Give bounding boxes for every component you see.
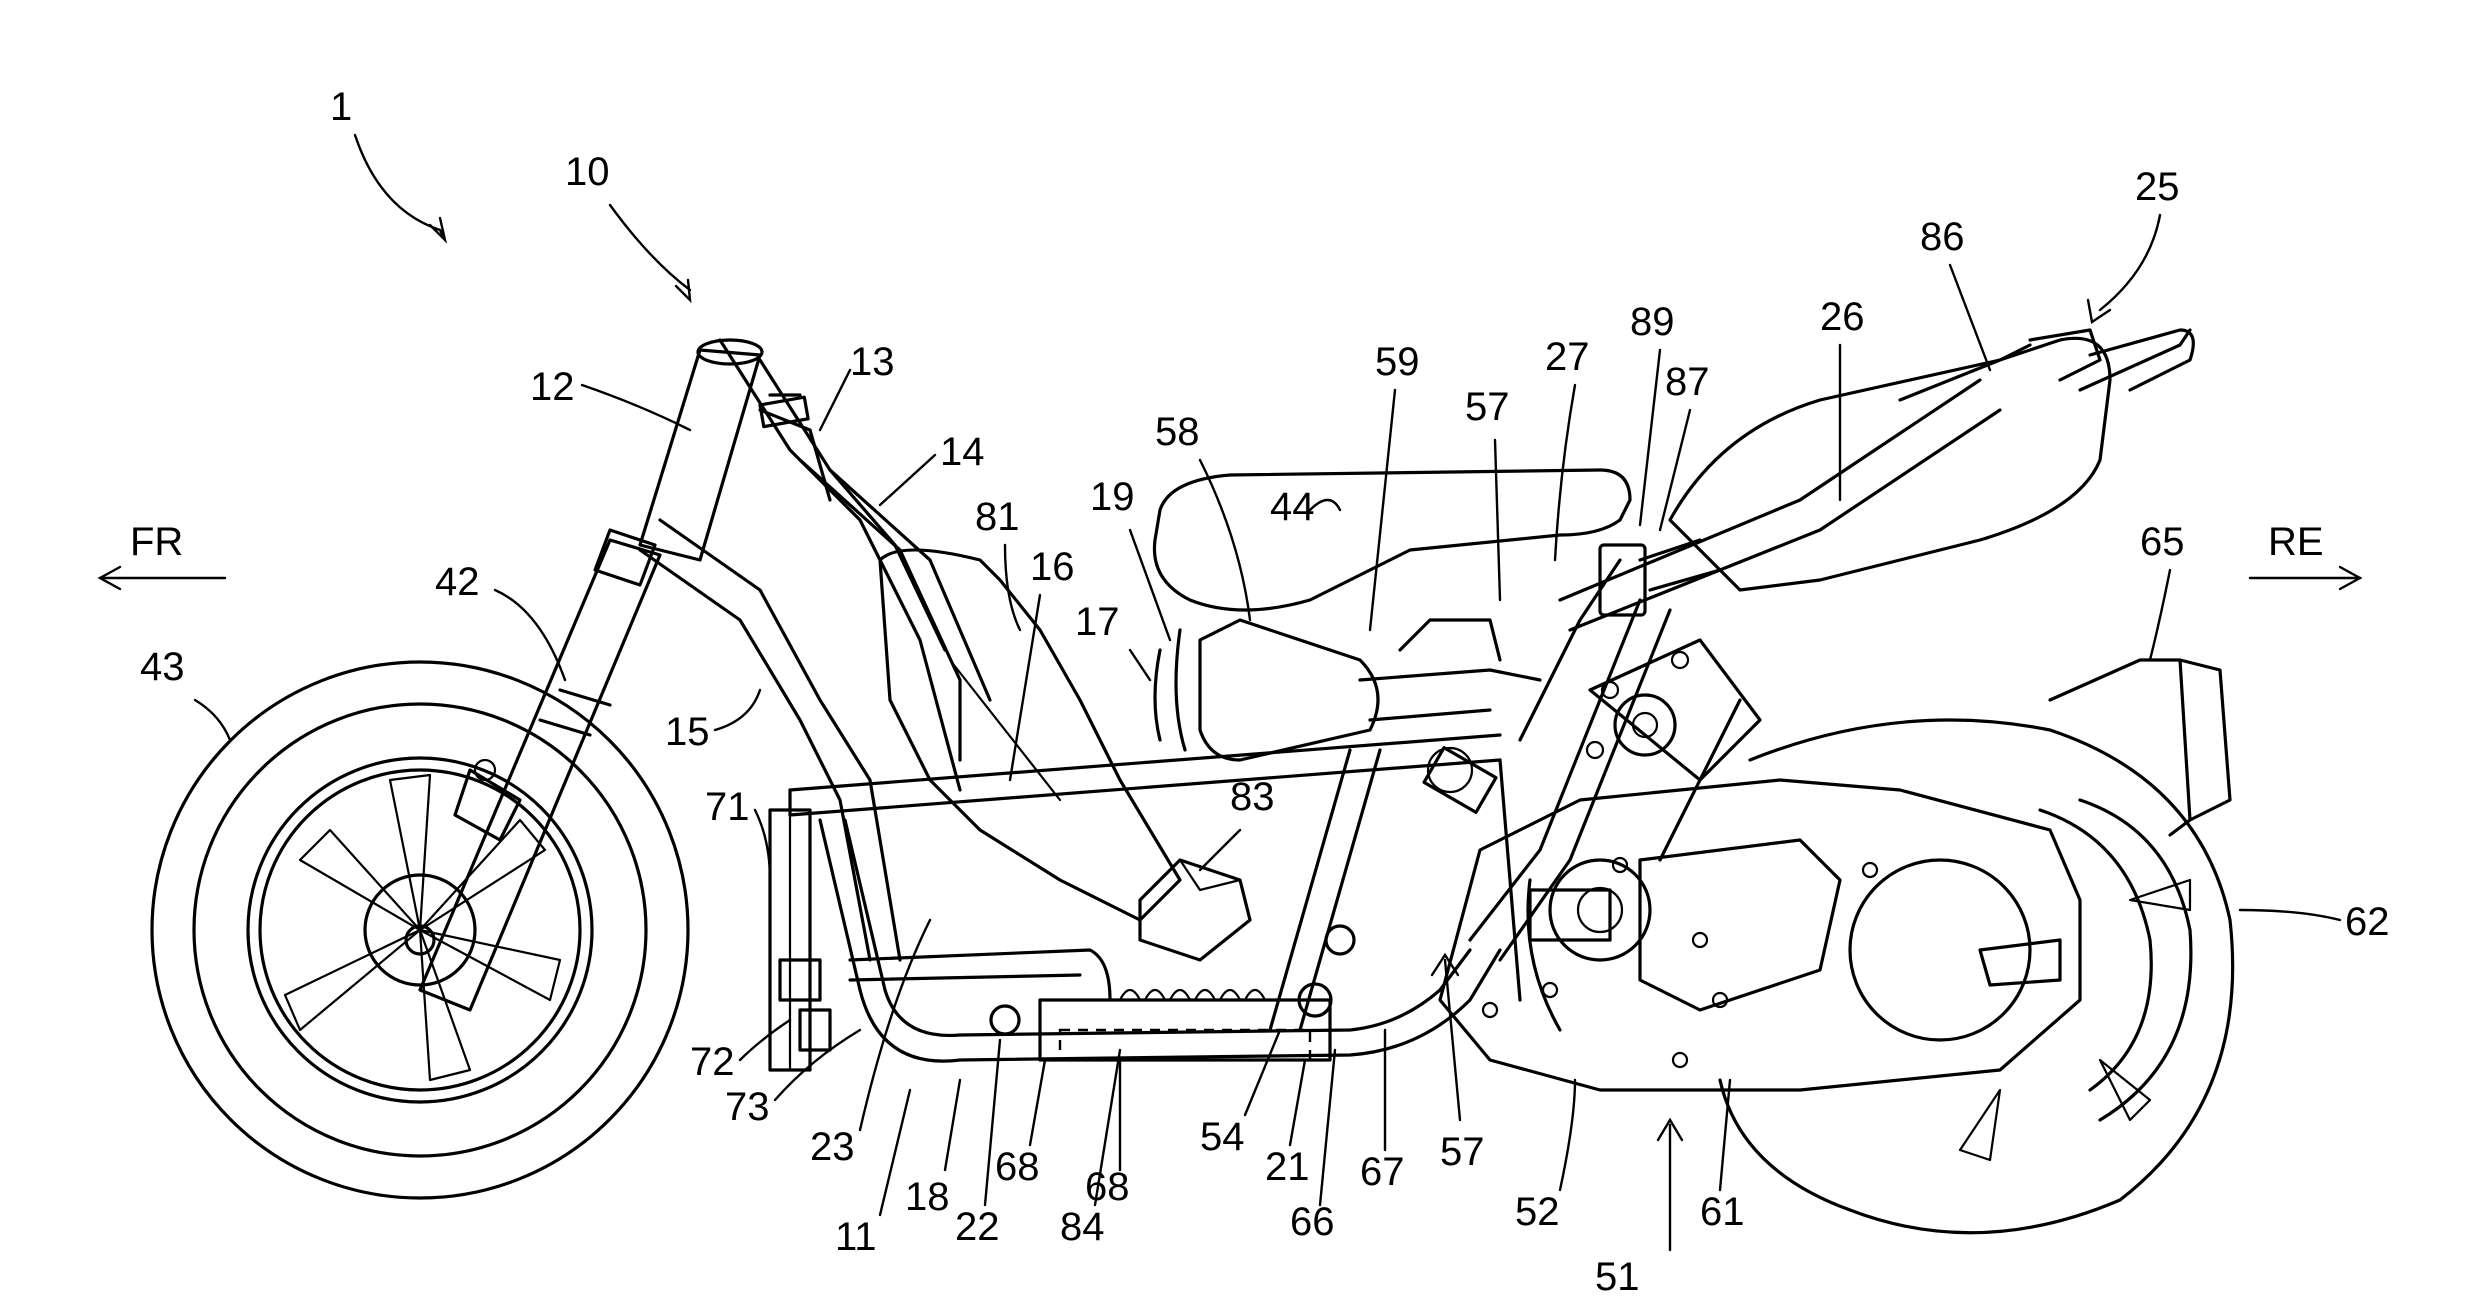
ref-label: 71 — [705, 785, 750, 829]
ref-label: 22 — [955, 1205, 1000, 1249]
rear-direction-arrow: RE — [2248, 520, 2363, 591]
ref-label: 13 — [850, 340, 895, 384]
ref-label: 16 — [1030, 545, 1075, 589]
ref-label: 81 — [975, 495, 1020, 539]
ref-label: 25 — [2135, 165, 2180, 209]
ref-label: 14 — [940, 430, 985, 474]
engine-unit — [1438, 778, 2082, 1092]
ref-label: 58 — [1155, 410, 1200, 454]
intake-assembly — [1153, 618, 1542, 814]
rear-fender — [2028, 328, 2195, 392]
fuel-tank — [878, 548, 1182, 922]
ref-label: 83 — [1230, 775, 1275, 819]
ref-label: 21 — [1265, 1145, 1310, 1189]
rear-body-cover — [1598, 336, 2112, 617]
ref-label: 86 — [1920, 215, 1965, 259]
front-direction-arrow: FR — [97, 520, 227, 591]
ref-label: 44 — [1270, 485, 1315, 529]
ref-label: 43 — [140, 645, 185, 689]
ref-label: 19 — [1090, 475, 1135, 519]
reference-numerals: 1 10 11 12 13 14 15 16 17 18 19 21 22 23… — [140, 85, 2390, 1299]
ref-label: 11 — [835, 1215, 877, 1259]
ref-label: 42 — [435, 560, 480, 604]
main-frame — [638, 338, 2002, 1063]
ref-label: 89 — [1630, 300, 1675, 344]
ref-label: 27 — [1545, 335, 1590, 379]
front-fork — [418, 528, 662, 1012]
rear-wheel — [1718, 718, 2235, 1235]
rear-direction-label: RE — [2268, 520, 2324, 564]
ref-label: 66 — [1290, 1200, 1335, 1244]
license-bracket — [2048, 658, 2232, 837]
exhaust-pipe — [848, 924, 1356, 1062]
ref-label: 73 — [725, 1085, 770, 1129]
ref-label: 67 — [1360, 1150, 1405, 1194]
ref-label: 84 — [1060, 1205, 1105, 1249]
ref-label: 15 — [665, 710, 710, 754]
ref-label: 59 — [1375, 340, 1420, 384]
ref-label: 54 — [1200, 1115, 1245, 1159]
ref-label: 57 — [1465, 385, 1510, 429]
ref-label: 68 — [1085, 1165, 1130, 1209]
ref-label: 57 — [1440, 1130, 1485, 1174]
front-direction-label: FR — [130, 520, 183, 564]
ref-label: 51 — [1595, 1255, 1640, 1299]
ref-label: 23 — [810, 1125, 855, 1169]
ref-label: 1 — [330, 85, 352, 129]
ref-label: 12 — [530, 365, 575, 409]
ref-label: 10 — [565, 150, 610, 194]
ref-label: 18 — [905, 1175, 950, 1219]
ref-label: 72 — [690, 1040, 735, 1084]
ref-label: 61 — [1700, 1190, 1745, 1234]
ref-label: 68 — [995, 1145, 1040, 1189]
front-wheel — [150, 660, 690, 1200]
ref-label: 52 — [1515, 1190, 1560, 1234]
ref-label: 87 — [1665, 360, 1710, 404]
ref-label: 65 — [2140, 520, 2185, 564]
ref-label: 17 — [1075, 600, 1120, 644]
electrical-box — [1138, 858, 1252, 962]
radiator — [768, 808, 832, 1072]
seat — [1152, 468, 1632, 612]
ref-label: 62 — [2345, 900, 2390, 944]
ref-label: 26 — [1820, 295, 1865, 339]
